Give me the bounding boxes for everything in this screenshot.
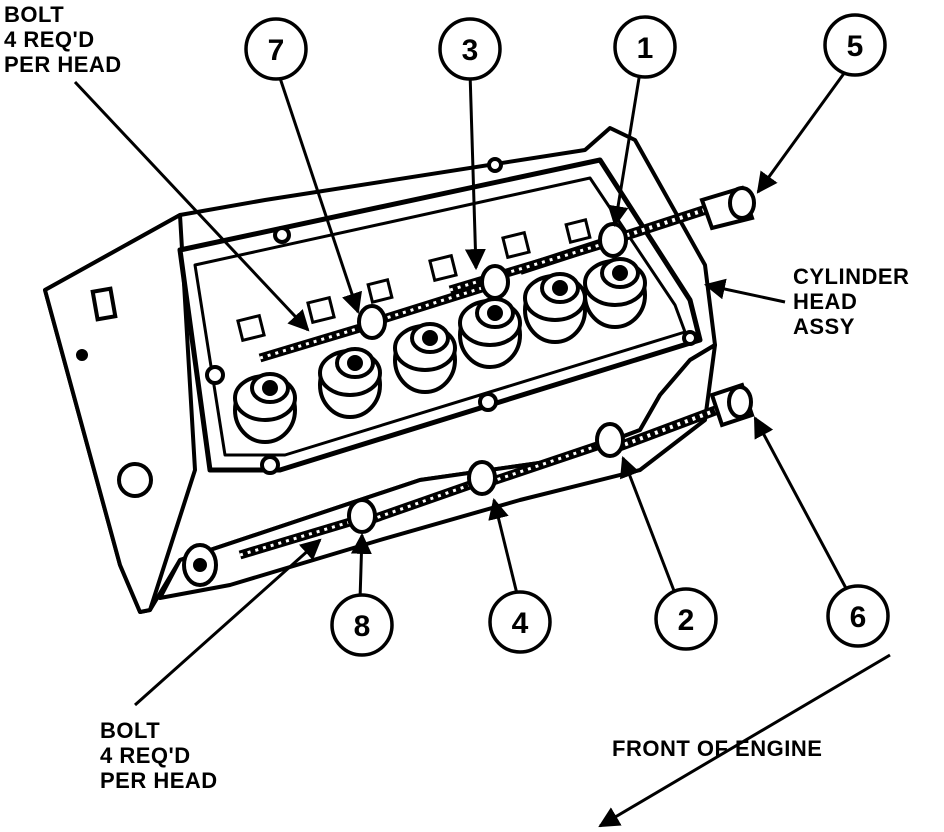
bolt-bottom-line-2: 4 REQ'D xyxy=(100,743,191,768)
leader-lines xyxy=(73,71,891,828)
callout-4-circle xyxy=(488,590,552,654)
bolt-bottom-line-1: BOLT xyxy=(100,718,161,743)
cylinder-head-line-1: CYLINDER xyxy=(793,264,910,289)
callout-6-circle xyxy=(826,584,890,648)
callout-7: 7 xyxy=(268,34,285,67)
bolt-top-line-2: 4 REQ'D xyxy=(4,27,95,52)
callout-1-circle xyxy=(613,15,677,79)
callout-7-circle xyxy=(244,17,308,81)
callout-4: 4 xyxy=(512,607,529,640)
deck-bolt-bosses xyxy=(205,157,698,475)
cylinder-head-line-3: ASSY xyxy=(793,314,855,339)
callout-5: 5 xyxy=(847,30,864,63)
callout-numbers: 7 3 1 5 8 4 2 6 xyxy=(268,30,867,643)
bolt-bottom-line-3: PER HEAD xyxy=(100,768,218,793)
lower-head-bolts xyxy=(182,382,755,587)
callout-3: 3 xyxy=(462,34,479,67)
callout-8-circle xyxy=(330,593,394,657)
bolt-bottom-label: BOLT 4 REQ'D PER HEAD xyxy=(100,718,218,793)
callout-3-circle xyxy=(438,17,502,81)
callout-2-circle xyxy=(654,587,718,651)
front-of-engine-label: FRONT OF ENGINE xyxy=(612,736,823,761)
callout-circles xyxy=(244,13,890,657)
callout-8: 8 xyxy=(354,610,371,643)
valve-springs xyxy=(233,257,647,444)
callout-6: 6 xyxy=(850,601,867,634)
callout-2: 2 xyxy=(678,604,695,637)
bolt-top-label: BOLT 4 REQ'D PER HEAD xyxy=(4,2,122,77)
end-face-details xyxy=(76,286,153,498)
upper-head-bolts xyxy=(258,185,756,363)
bolt-top-line-1: BOLT xyxy=(4,2,65,27)
cylinder-head-label: CYLINDER HEAD ASSY xyxy=(793,264,909,339)
callout-5-circle xyxy=(823,13,887,77)
cylinder-head-line-2: HEAD xyxy=(793,289,858,314)
bolt-top-line-3: PER HEAD xyxy=(4,52,122,77)
rocker-pedestals xyxy=(236,218,592,343)
callout-1: 1 xyxy=(637,32,654,65)
